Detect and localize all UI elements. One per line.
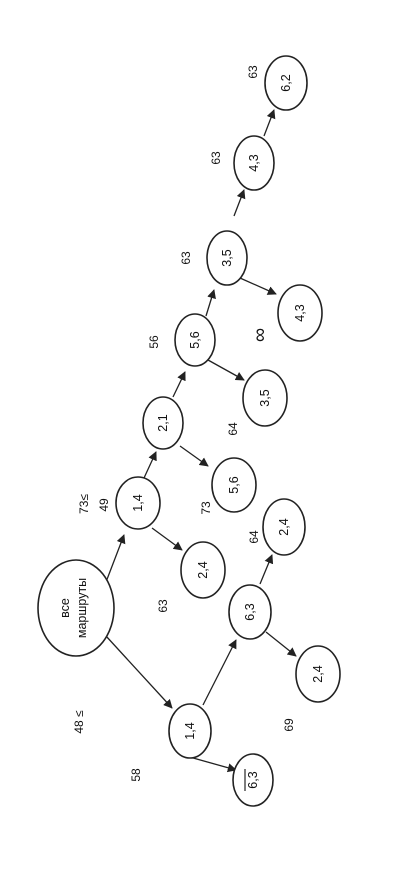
edge-n56b-n35a <box>207 359 245 381</box>
label-73: 73 <box>199 501 213 515</box>
svg-text:2,4: 2,4 <box>277 518 291 535</box>
svg-text:3,5: 3,5 <box>258 389 272 406</box>
svg-text:5,6: 5,6 <box>188 331 202 348</box>
edge-n21-n56a <box>179 445 209 467</box>
svg-text:6,3: 6,3 <box>246 771 260 788</box>
svg-text:2,4: 2,4 <box>196 561 210 578</box>
node-root-line1: все <box>58 598 72 618</box>
node-1-4-lower: 1,4 <box>168 703 212 759</box>
node-2-4-c: 2,4 <box>262 498 306 556</box>
label-49: 49 <box>97 498 111 512</box>
svg-text:1,4: 1,4 <box>183 722 197 739</box>
edge-n63b-n24b <box>265 631 297 657</box>
edge-n14b-n63a <box>185 755 237 773</box>
edge-n21-n56b <box>172 371 186 398</box>
node-6-2: 6,2 <box>264 55 308 111</box>
svg-text:2,4: 2,4 <box>311 665 325 682</box>
svg-text:5,6: 5,6 <box>227 476 241 493</box>
label-infinity: ∞ <box>249 328 271 342</box>
node-5-6-b: 5,6 <box>174 313 216 367</box>
edges <box>105 109 297 773</box>
node-3-5-a: 3,5 <box>242 369 288 427</box>
node-2-4-b: 2,4 <box>295 645 341 703</box>
node-6-3-bar: 6,3 <box>232 753 274 807</box>
edge-n14b-n63b <box>202 639 237 706</box>
label-56: 56 <box>147 335 161 349</box>
label-48: 48 ≤ <box>72 710 86 734</box>
label-69: 69 <box>282 718 296 732</box>
edge-n14a-n21 <box>143 451 157 479</box>
label-64-b: 64 <box>247 530 261 544</box>
edge-root-n14b <box>105 635 173 709</box>
svg-text:1,4: 1,4 <box>131 494 145 511</box>
node-4-3-b: 4,3 <box>233 135 275 191</box>
svg-text:3,5: 3,5 <box>220 249 234 266</box>
edge-n43b-n62 <box>263 109 276 137</box>
label-63-b: 63 <box>179 251 193 265</box>
label-58: 58 <box>129 768 143 782</box>
label-64-a: 64 <box>226 422 240 436</box>
node-3-5-b: 3,5 <box>206 230 248 286</box>
node-2-4-a: 2,4 <box>180 541 226 599</box>
label-73-le: 73≤ <box>77 494 91 514</box>
label-63-d: 63 <box>246 65 260 79</box>
cost-labels: 48 ≤ 73≤ 49 63 73 64 56 63 63 63 58 69 6… <box>72 65 296 782</box>
label-63-a: 63 <box>156 599 170 613</box>
svg-text:4,3: 4,3 <box>247 154 261 171</box>
node-5-6-a: 5,6 <box>211 457 257 513</box>
node-6-3: 6,3 <box>228 584 272 640</box>
node-root: все маршруты <box>37 559 115 657</box>
node-root-line2: маршруты <box>75 578 89 638</box>
svg-text:2,1: 2,1 <box>156 414 170 431</box>
edge-n35b-n43b <box>233 189 246 217</box>
edge-n63b-n24c <box>259 554 274 585</box>
edge-root-n14a <box>105 534 126 583</box>
label-63-c: 63 <box>209 151 223 165</box>
edge-n14a-n24a <box>151 527 183 551</box>
svg-text:6,3: 6,3 <box>243 603 257 620</box>
edge-n56b-n35b <box>205 289 216 317</box>
edge-n35b-n43a <box>239 277 277 295</box>
svg-text:4,3: 4,3 <box>293 304 307 321</box>
node-4-3-a: 4,3 <box>277 284 323 342</box>
node-2-1: 2,1 <box>142 396 184 450</box>
node-1-4-upper: 1,4 <box>115 476 161 530</box>
svg-text:6,2: 6,2 <box>279 74 293 91</box>
